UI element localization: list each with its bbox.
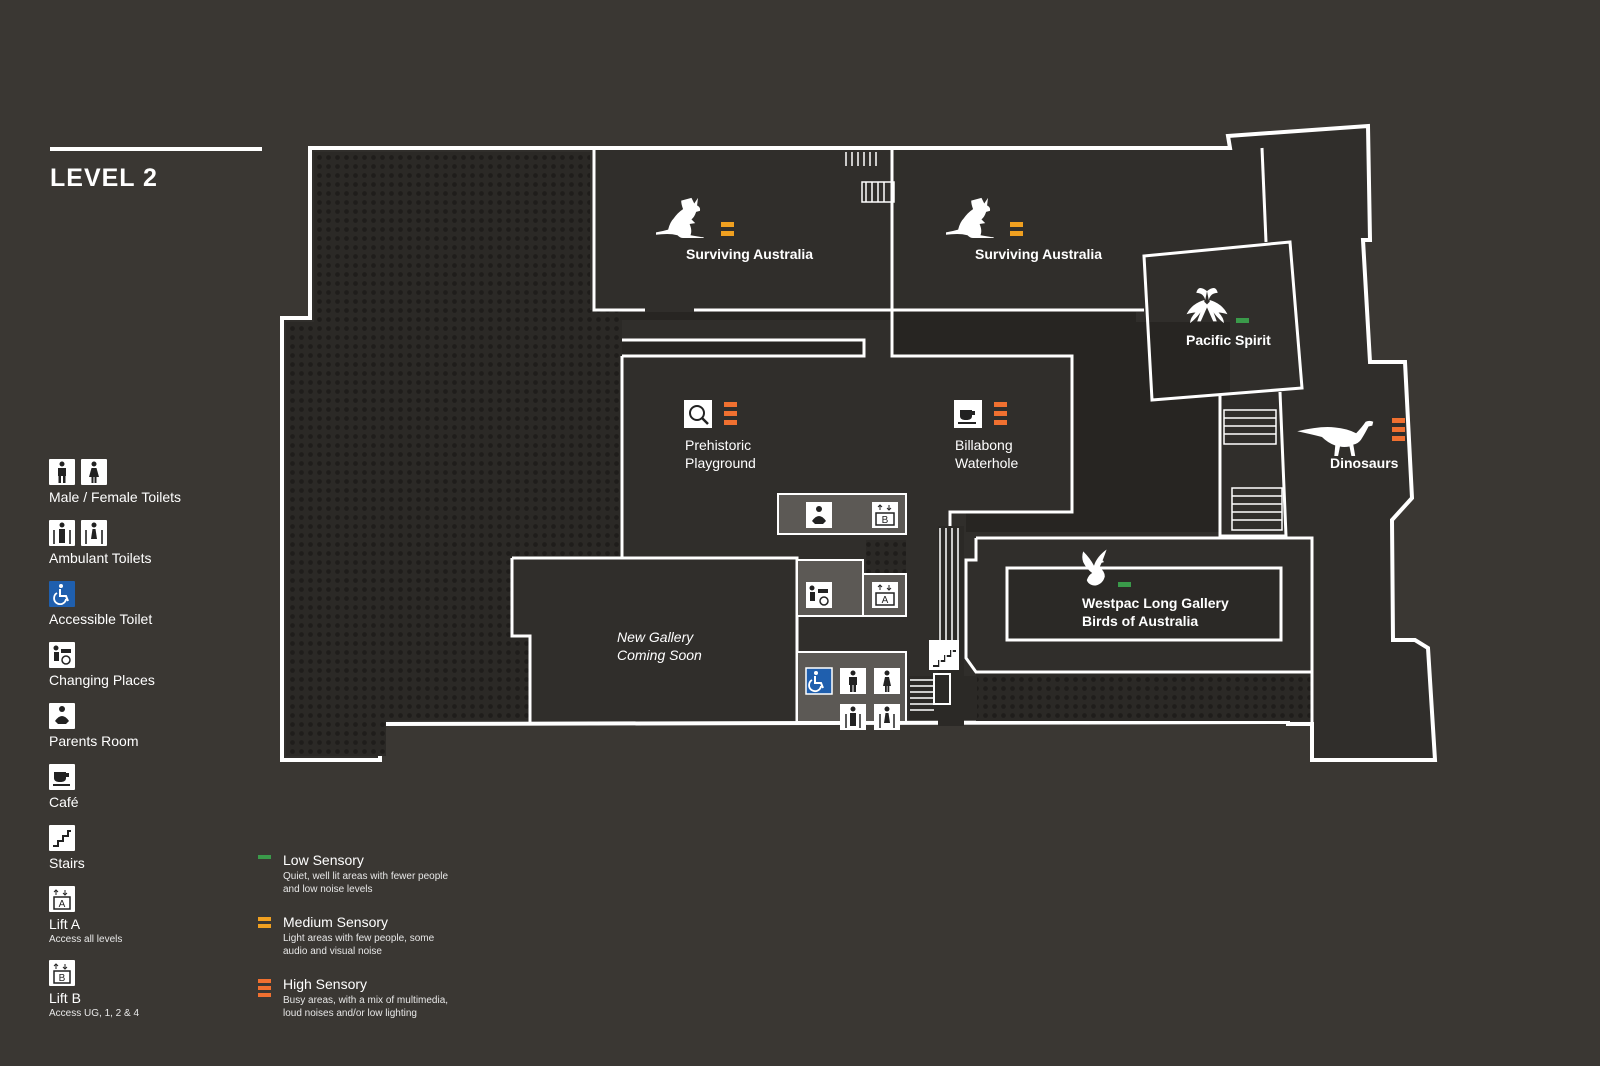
stairwells [845,152,1283,711]
key-label: Accessible Toilet [49,611,153,627]
key-label: Male / Female Toilets [49,489,182,505]
lift-b-letter: B [59,973,66,984]
area-label-surviving-australia: Surviving Australia [686,246,813,262]
key-lift-a: A Lift A Access all levels [49,886,269,945]
female-toilet-icon [81,459,107,485]
lift-a-letter: A [882,595,889,606]
legend-name: Low Sensory [283,852,364,868]
accessible-toilet-icon [49,581,75,607]
key-label: Stairs [49,855,85,871]
cafe-icon [954,400,982,428]
key-ambulant: Ambulant Toilets [49,520,269,566]
male-toilet-icon [49,459,75,485]
key-label: Lift B [49,990,81,1006]
key-parents: Parents Room [49,703,269,749]
legend-desc: Light areas with few people, some [283,933,435,944]
lift-b-icon: B [872,502,898,528]
area-label-dinosaurs: Dinosaurs [1330,455,1399,471]
area-label-birds: Birds of Australia [1082,613,1198,629]
legend-high-sensory: High Sensory Busy areas, with a mix of m… [258,976,498,1020]
key-sublabel: Access UG, 1, 2 & 4 [49,1008,140,1019]
title-rule [50,147,262,151]
stairs-icon [49,825,75,851]
lift-a-letter: A [59,899,66,910]
key-label: Lift A [49,916,81,932]
low-sensory-swatch [258,855,271,862]
legend-low-sensory: Low Sensory Quiet, well lit areas with f… [258,852,498,896]
area-label-playground: Playground [685,455,756,471]
area-label-coming-soon: Coming Soon [617,647,702,663]
key-accessible: Accessible Toilet [49,581,269,627]
accessible-toilet-icon [805,667,833,695]
page-title: LEVEL 2 [50,164,158,192]
westpac-gallery-box [1005,566,1283,642]
changing-places-icon [49,642,75,668]
medium-sensory-swatch [258,917,271,931]
legend-desc: audio and visual noise [283,946,382,957]
restricted-areas [286,152,1312,756]
cafe-icon [49,764,75,790]
area-label-new-gallery: New Gallery [617,629,694,645]
key-stairs: Stairs [49,825,269,871]
lift-a-icon: A [49,886,75,912]
lift-a-icon: A [872,582,898,608]
key-label: Café [49,794,79,810]
lift-b-letter: B [882,515,889,526]
legend-desc: loud noises and/or low lighting [283,1008,417,1019]
high-sensory-swatch [258,979,271,1000]
ambulant-toilet-icon [49,520,75,546]
changing-places-icon [806,582,832,608]
legend-name: High Sensory [283,976,368,992]
lift-b-icon: B [49,960,75,986]
area-label-waterhole: Waterhole [955,455,1019,471]
area-label-prehistoric: Prehistoric [685,437,751,453]
key-lift-b: B Lift B Access UG, 1, 2 & 4 [49,960,269,1019]
sensory-markers [721,222,1405,587]
magnifier-icon [684,400,712,428]
area-label-surviving-australia: Surviving Australia [975,246,1102,262]
ambulant-toilet-icon [81,520,107,546]
key-label: Ambulant Toilets [49,550,152,566]
parents-room-icon [806,502,832,528]
corridors [620,312,1230,532]
area-label-billabong: Billabong [955,437,1013,453]
female-toilet-icon [874,668,900,694]
key-cafe: Café [49,764,269,810]
area-label-pacific-spirit: Pacific Spirit [1186,332,1271,348]
key-changing: Changing Places [49,642,269,688]
male-toilet-icon [840,668,866,694]
legend-desc: Quiet, well lit areas with fewer people [283,871,449,882]
legend-desc: Busy areas, with a mix of multimedia, [283,995,449,1006]
legend-name: Medium Sensory [283,914,389,930]
key-sublabel: Access all levels [49,934,123,945]
legend-medium-sensory: Medium Sensory Light areas with few peop… [258,914,498,958]
key-label: Parents Room [49,733,139,749]
key-toilets: Male / Female Toilets [49,459,269,505]
parents-room-icon [49,703,75,729]
legend-desc: and low noise levels [283,884,373,895]
area-label-westpac: Westpac Long Gallery [1082,595,1229,611]
ambulant-toilet-icon [874,704,900,730]
key-label: Changing Places [49,672,155,688]
ambulant-toilet-icon [840,704,866,730]
